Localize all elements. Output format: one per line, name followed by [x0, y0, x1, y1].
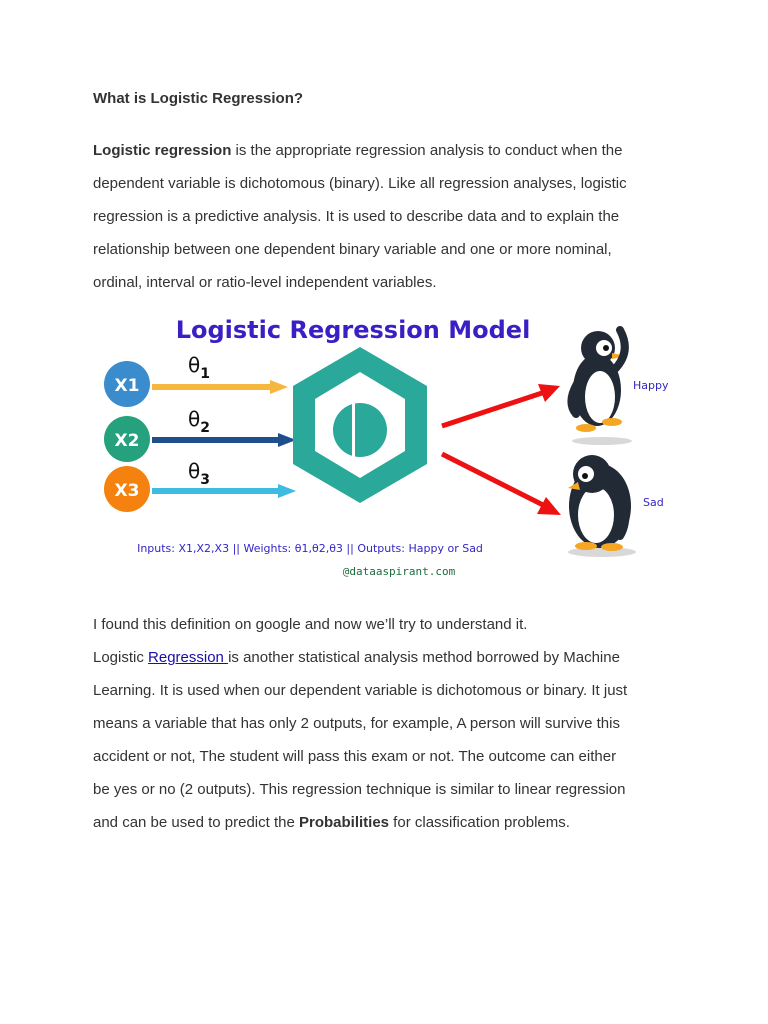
- output-arrow-happy: [441, 384, 560, 429]
- theta-3: θ: [188, 459, 200, 483]
- input-arrow-3: [152, 484, 296, 498]
- diagram-credit: @dataaspirant.com: [343, 565, 456, 578]
- bold-term-probabilities: Probabilities: [298, 814, 390, 831]
- para2-line-1: I found this definition on google and no…: [93, 616, 528, 633]
- para2-line-2-suffix: is another statistical analysis method b…: [228, 649, 620, 666]
- output-label-sad: Sad: [643, 496, 664, 509]
- weight-label-1: θ1: [188, 353, 210, 382]
- input-label-x2: X2: [115, 431, 140, 451]
- page-heading: What is Logistic Regression?: [93, 90, 304, 107]
- output-arrow-sad: [440, 451, 561, 515]
- weight-label-3: θ3: [188, 459, 210, 488]
- theta-1-subscript: 1: [200, 366, 210, 382]
- sad-penguin-icon: [568, 455, 636, 557]
- weight-label-2: θ2: [188, 407, 210, 436]
- bold-term-logistic-regression: Logistic regression: [93, 142, 232, 159]
- theta-1: θ: [188, 353, 200, 377]
- input-arrow-2: [152, 433, 296, 447]
- para2-line-3: Learning. It is used when our dependent …: [93, 682, 628, 699]
- input-label-x3: X3: [115, 481, 140, 501]
- para1-line-1: Logistic regression is the appropriate r…: [93, 134, 693, 167]
- regression-link[interactable]: Regression: [148, 649, 229, 666]
- para2-line-7: and can be used to predict the Probabili…: [93, 806, 693, 839]
- para2-line-2: Logistic Regression is another statistic…: [93, 641, 693, 674]
- logistic-regression-diagram: Logistic Regression Model θ1 θ2 θ3 X1 X2…: [104, 316, 669, 578]
- para1-line-4: relationship between one dependent binar…: [93, 241, 612, 258]
- definition-paragraph: Logistic regression is the appropriate r…: [93, 134, 693, 299]
- diagram-title: Logistic Regression Model: [176, 316, 531, 344]
- theta-2: θ: [188, 407, 200, 431]
- theta-2-subscript: 2: [200, 420, 210, 436]
- input-node-x2: X2: [104, 416, 150, 462]
- input-node-x3: X3: [104, 466, 150, 512]
- para2-line-6: be yes or no (2 outputs). This regressio…: [93, 781, 626, 798]
- para2-line-7-prefix: and can be used to predict the: [93, 814, 299, 831]
- para1-line-5: ordinal, interval or ratio-level indepen…: [93, 274, 437, 291]
- para1-line-3: regression is a predictive analysis. It …: [93, 208, 620, 225]
- explanation-paragraph: I found this definition on google and no…: [93, 608, 693, 839]
- diagram-caption: Inputs: X1,X2,X3 || Weights: θ1,θ2,θ3 ||…: [137, 542, 483, 555]
- theta-3-subscript: 3: [200, 472, 210, 488]
- output-label-happy: Happy: [633, 379, 669, 392]
- para2-line-5: accident or not, The student will pass t…: [93, 748, 617, 765]
- para2-line-7-suffix: for classification problems.: [389, 814, 570, 831]
- input-node-x1: X1: [104, 361, 150, 407]
- input-arrow-1: [152, 380, 288, 394]
- para2-line-2-prefix: Logistic: [93, 649, 149, 666]
- input-label-x1: X1: [115, 376, 140, 396]
- model-hexagon-icon: [293, 347, 427, 503]
- happy-penguin-icon: [567, 326, 632, 445]
- para1-line-2: dependent variable is dichotomous (binar…: [93, 175, 627, 192]
- para1-line-1-text: is the appropriate regression analysis t…: [231, 142, 623, 159]
- para2-line-4: means a variable that has only 2 outputs…: [93, 715, 620, 732]
